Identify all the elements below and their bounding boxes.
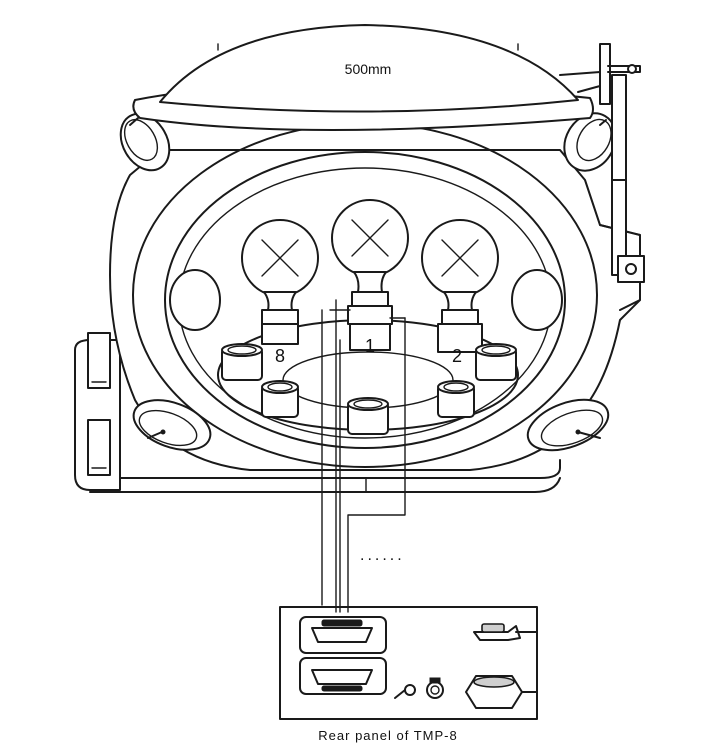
clamp-bottom-left <box>132 399 212 451</box>
side-port-right <box>511 269 563 331</box>
bulb-right: 2 <box>421 219 499 366</box>
left-bracket <box>87 332 111 476</box>
socket-lower-center <box>347 397 389 435</box>
base-plate <box>74 339 561 493</box>
hinge-arm <box>559 43 645 283</box>
bulb-left: 8 <box>241 219 319 366</box>
lid-size-label: 500mm <box>345 61 392 77</box>
side-port-left <box>169 269 221 331</box>
clamp-top-right <box>563 112 617 172</box>
bulb-center: 1 <box>331 199 409 356</box>
socket-far-right <box>475 343 517 381</box>
socket-lower-right <box>437 380 475 418</box>
clamp-bottom-right <box>526 398 610 452</box>
ellipsis-more-channels: ...... <box>360 547 405 564</box>
socket-far-left <box>221 343 263 381</box>
clamp-top-left <box>119 112 171 172</box>
dome-lid: 500mm <box>132 24 594 131</box>
bulb-label-1: 1 <box>365 336 375 356</box>
rear-panel-caption: Rear panel of TMP-8 <box>318 728 457 743</box>
cables <box>321 299 406 613</box>
socket-lower-left <box>261 380 299 418</box>
rear-panel <box>279 606 538 720</box>
bulb-label-8: 8 <box>275 346 285 366</box>
bulb-label-2: 2 <box>452 346 462 366</box>
